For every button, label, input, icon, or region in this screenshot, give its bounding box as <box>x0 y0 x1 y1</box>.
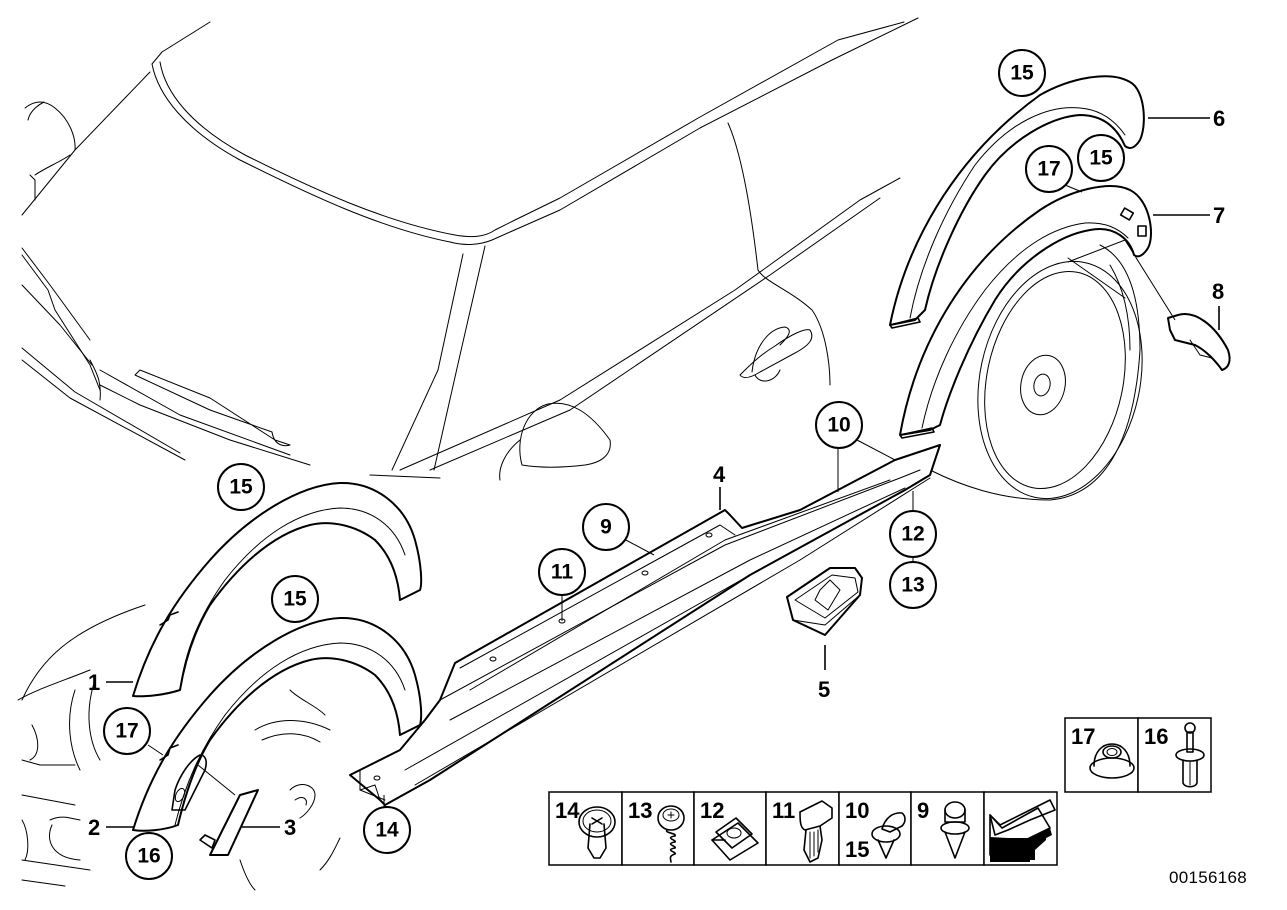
legend-cell-14[interactable]: 14 <box>548 791 623 866</box>
part-6-rear-arch-moulding[interactable] <box>889 75 1145 329</box>
legend-cell-arrow[interactable] <box>983 791 1058 866</box>
document-number: 00156168 <box>1168 868 1247 887</box>
callout-16[interactable]: 16 <box>125 832 173 880</box>
legend-cell-12[interactable]: 12 <box>693 791 767 866</box>
part-8-arch-end-piece[interactable] <box>1067 239 1231 371</box>
callout-15-left-lower[interactable]: 15 <box>271 575 319 623</box>
svg-text:13: 13 <box>901 574 924 597</box>
legend-cell-13[interactable]: 13 <box>621 791 695 866</box>
callout-15-left-upper[interactable]: 15 <box>217 463 265 511</box>
clip-nut-icon <box>711 817 759 861</box>
fastener-legend: 17 16 14 <box>548 717 1212 866</box>
part-7-rear-arch-moulding-lower[interactable] <box>899 185 1152 439</box>
part-label-4[interactable]: 4 <box>713 462 726 487</box>
callout-17-top-right[interactable]: 17 <box>1025 145 1073 193</box>
svg-text:12: 12 <box>700 798 724 823</box>
car-body-outline <box>17 17 1143 891</box>
legend-cell-9[interactable]: 9 <box>910 791 985 866</box>
svg-text:16: 16 <box>137 845 160 868</box>
callout-9[interactable]: 9 <box>582 503 630 551</box>
direction-arrow-icon <box>989 799 1056 862</box>
grommet-icon <box>1089 743 1135 779</box>
part-label-6[interactable]: 6 <box>1213 106 1225 131</box>
legend-cell-10-15[interactable]: 10 15 <box>838 791 912 866</box>
svg-text:12: 12 <box>901 523 924 546</box>
svg-text:14: 14 <box>555 798 580 823</box>
legend-cell-17[interactable]: 17 <box>1064 717 1139 793</box>
callout-10[interactable]: 10 <box>815 401 863 449</box>
callout-14[interactable]: 14 <box>363 806 411 854</box>
svg-text:15: 15 <box>283 588 307 611</box>
svg-text:16: 16 <box>1144 724 1168 749</box>
svg-text:17: 17 <box>1037 158 1060 181</box>
svg-text:9: 9 <box>917 798 929 823</box>
svg-text:17: 17 <box>115 720 138 743</box>
svg-text:11: 11 <box>772 798 795 823</box>
svg-text:15: 15 <box>229 476 253 499</box>
plastic-rivet-icon <box>578 806 616 859</box>
svg-text:9: 9 <box>600 516 612 539</box>
self-tapping-screw-icon <box>657 805 685 863</box>
expanding-clip-icon <box>871 812 906 859</box>
trim-clip-icon <box>799 800 833 863</box>
part-label-1[interactable]: 1 <box>88 670 100 695</box>
svg-text:17: 17 <box>1071 724 1095 749</box>
expanding-rivet-icon <box>1175 722 1205 788</box>
svg-text:14: 14 <box>375 819 399 842</box>
callout-15-right-lower[interactable]: 15 <box>1077 134 1125 182</box>
push-rivet-icon <box>940 801 970 859</box>
part-label-7[interactable]: 7 <box>1213 203 1225 228</box>
svg-text:11: 11 <box>551 561 574 584</box>
part-2-front-arch-moulding-lower[interactable] <box>132 616 423 832</box>
svg-text:15: 15 <box>1010 62 1034 85</box>
svg-text:15: 15 <box>845 837 869 862</box>
callout-15-top-right[interactable]: 15 <box>998 49 1046 97</box>
svg-text:10: 10 <box>827 414 850 437</box>
callout-17-left[interactable]: 17 <box>103 707 151 755</box>
part-label-5[interactable]: 5 <box>818 677 830 702</box>
callout-13[interactable]: 13 <box>889 561 937 609</box>
legend-cell-16[interactable]: 16 <box>1137 717 1212 793</box>
svg-text:15: 15 <box>1089 147 1113 170</box>
part-label-2[interactable]: 2 <box>88 815 100 840</box>
part-4-side-sill-trim[interactable] <box>349 444 941 806</box>
svg-text:13: 13 <box>628 798 652 823</box>
callout-11[interactable]: 11 <box>538 548 586 596</box>
part-5-jacking-pad[interactable] <box>786 567 863 636</box>
part-1-front-arch-moulding[interactable] <box>132 481 423 698</box>
part-label-8[interactable]: 8 <box>1212 279 1224 304</box>
callout-12[interactable]: 12 <box>889 510 937 558</box>
svg-text:10: 10 <box>845 798 869 823</box>
legend-cell-11[interactable]: 11 <box>765 791 840 866</box>
part-3-side-marker-trim[interactable] <box>197 764 259 856</box>
part-label-3[interactable]: 3 <box>284 815 296 840</box>
